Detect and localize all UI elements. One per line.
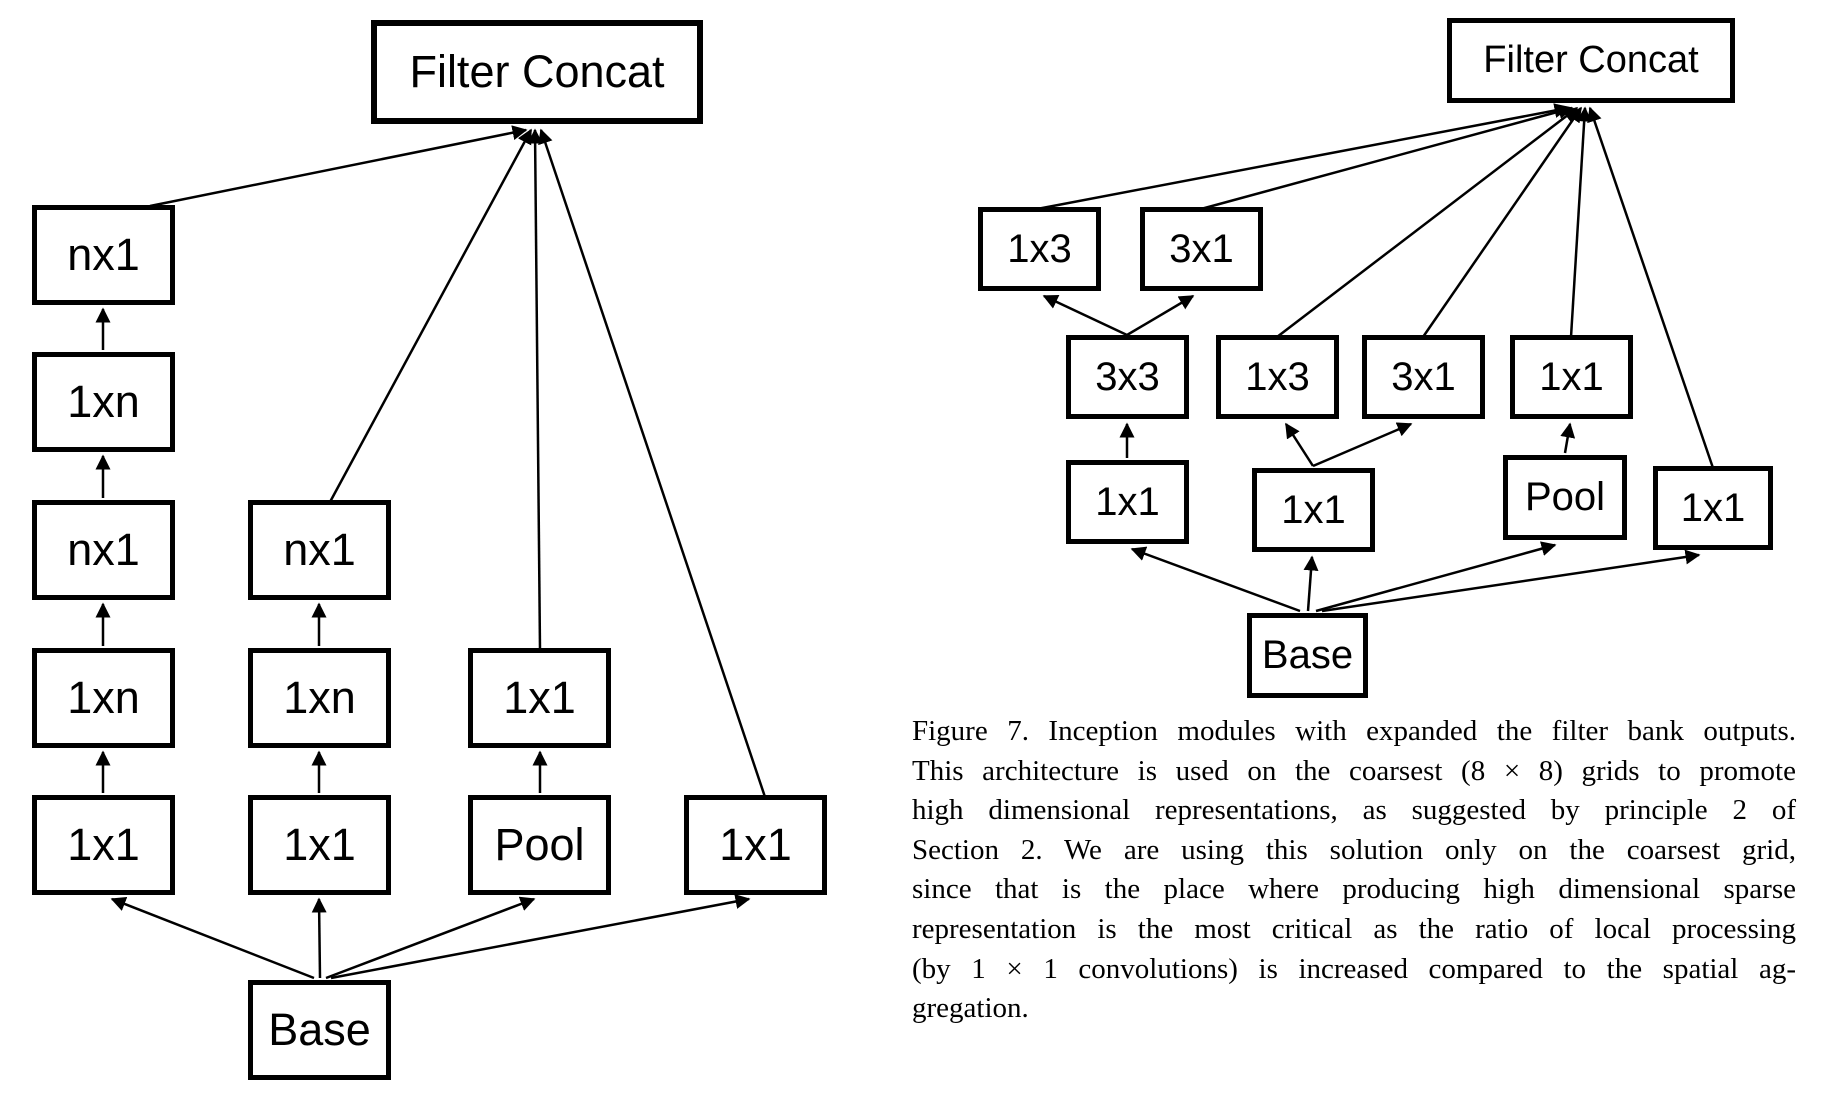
left-col1-1xn-box-1: 1xn bbox=[32, 352, 175, 452]
right-row4-1x1-box-1: 1x1 bbox=[1066, 460, 1189, 544]
caption-line-8: gregation. bbox=[912, 992, 1029, 1025]
arrow bbox=[1312, 422, 1413, 468]
left-col2-1x1-box: 1x1 bbox=[248, 795, 391, 895]
right-row4-1x1-box-2: 1x1 bbox=[1252, 468, 1375, 552]
arrow bbox=[330, 894, 751, 980]
arrow bbox=[1560, 422, 1576, 454]
arrow bbox=[1569, 106, 1592, 338]
arrow bbox=[1130, 546, 1301, 613]
arrow bbox=[1315, 541, 1557, 613]
right-row2-1x3-box: 1x3 bbox=[978, 207, 1101, 291]
caption-line-6: representation is the most critical as t… bbox=[912, 912, 1796, 945]
right-row3-3x3-box: 3x3 bbox=[1066, 335, 1189, 419]
left-col1-nx1-box-2: nx1 bbox=[32, 500, 175, 600]
arrow bbox=[328, 128, 533, 503]
arrow bbox=[311, 897, 327, 979]
right-row4-1x1-box-3: 1x1 bbox=[1653, 466, 1773, 550]
arrow bbox=[1587, 106, 1715, 469]
caption-line-5: since that is the place where producing … bbox=[912, 873, 1796, 906]
arrow bbox=[1036, 103, 1570, 211]
arrow bbox=[1421, 106, 1583, 338]
arrow bbox=[1303, 555, 1319, 612]
right-row3-1x1-box: 1x1 bbox=[1510, 335, 1633, 419]
left-col3-pool-box: Pool bbox=[468, 795, 611, 895]
left-col4-1x1-box: 1x1 bbox=[684, 795, 827, 895]
arrow bbox=[1042, 294, 1128, 337]
right-row3-3x1-box: 3x1 bbox=[1362, 335, 1485, 419]
arrow bbox=[1276, 107, 1579, 338]
right-row4-pool-box: Pool bbox=[1503, 455, 1627, 540]
caption-line-3: high dimensional representations, as sug… bbox=[912, 794, 1796, 827]
left-filter-concat-box: Filter Concat bbox=[371, 20, 703, 124]
left-col1-nx1-box-1: nx1 bbox=[32, 205, 175, 305]
arrow bbox=[149, 125, 528, 208]
left-base-box: Base bbox=[248, 980, 391, 1080]
left-col1-1xn-box-2: 1xn bbox=[32, 648, 175, 748]
arrow bbox=[1284, 422, 1315, 467]
right-row3-1x3-box: 1x3 bbox=[1216, 335, 1339, 419]
arrow bbox=[110, 896, 315, 980]
caption-line-4: Section 2. We are using this solution on… bbox=[912, 833, 1796, 866]
arrow bbox=[325, 896, 536, 980]
left-col3-1x1-box: 1x1 bbox=[468, 648, 611, 748]
caption-line-2: This architecture is used on the coarses… bbox=[912, 754, 1796, 787]
left-col2-1xn-box: 1xn bbox=[248, 648, 391, 748]
caption-line-1: Figure 7. Inception modules with expande… bbox=[912, 715, 1796, 747]
arrow bbox=[1126, 294, 1195, 337]
arrow bbox=[527, 128, 543, 651]
right-row2-3x1-box: 3x1 bbox=[1140, 207, 1263, 291]
arrow bbox=[1200, 104, 1574, 211]
figure7-caption: Figure 7. Inception modules with expande… bbox=[912, 712, 1796, 1029]
left-col2-nx1-box: nx1 bbox=[248, 500, 391, 600]
arrow bbox=[538, 128, 767, 798]
arrow bbox=[1321, 549, 1701, 613]
left-col1-1x1-box: 1x1 bbox=[32, 795, 175, 895]
right-base-box: Base bbox=[1247, 613, 1368, 698]
caption-line-7: (by 1 × 1 convolutions) is increased com… bbox=[912, 952, 1796, 985]
right-filter-concat-box: Filter Concat bbox=[1447, 18, 1735, 103]
